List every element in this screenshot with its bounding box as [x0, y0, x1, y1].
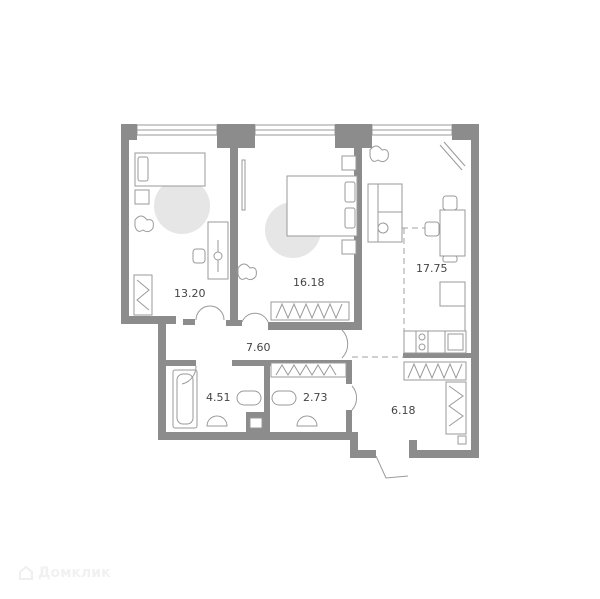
hall-furniture [270, 356, 467, 445]
rug [154, 178, 210, 234]
room-area-kitchen-living: 17.75 [416, 262, 448, 275]
room-area-toilet: 2.73 [303, 391, 328, 404]
doors [181, 305, 409, 479]
bedroom-2-furniture [237, 155, 358, 321]
room-area-bathroom: 4.51 [206, 391, 231, 404]
windows [136, 124, 453, 136]
room-labels: 13.20 16.18 17.75 7.60 4.51 2.73 6.18 [174, 262, 448, 417]
bedroom-1-furniture [133, 152, 229, 316]
watermark-brand: Домклик [38, 565, 111, 581]
room-area-hallway: 7.60 [246, 341, 271, 354]
room-area-bedroom-1: 13.20 [174, 287, 206, 300]
bath-fixtures [172, 369, 318, 429]
room-area-bedroom-2: 16.18 [293, 276, 325, 289]
watermark: Домклик [18, 565, 111, 581]
kitchen-living-furniture [367, 141, 467, 354]
room-area-entrance-hall: 6.18 [391, 404, 416, 417]
house-logo-icon [19, 565, 33, 580]
